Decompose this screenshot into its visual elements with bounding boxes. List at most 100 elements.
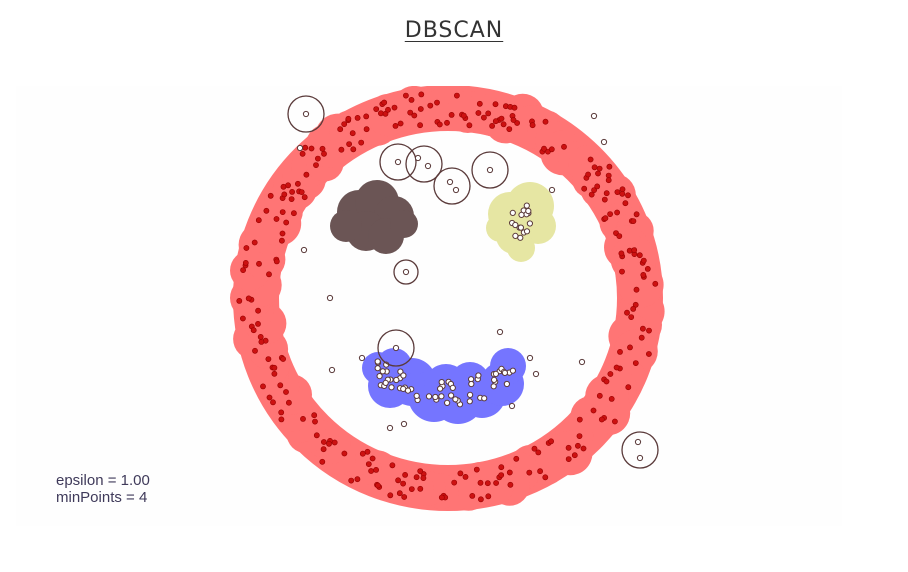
ring-point: [278, 416, 285, 423]
blue-point: [438, 393, 445, 400]
ring-point: [607, 371, 614, 377]
ring-point: [576, 416, 583, 423]
ring-point: [251, 239, 258, 246]
ring-point: [537, 468, 543, 475]
blue-point: [374, 365, 381, 372]
ring-point: [283, 219, 290, 226]
ring-point: [601, 196, 608, 203]
yellow-point: [517, 224, 524, 231]
ring-point: [571, 452, 578, 459]
ring-point: [477, 496, 484, 503]
ring-point: [278, 409, 285, 416]
ring-point: [477, 479, 484, 486]
ring-point: [263, 207, 270, 214]
blob-shape: [390, 210, 418, 238]
ring-point: [345, 115, 352, 122]
ring-point: [271, 364, 278, 371]
ring-point: [591, 187, 597, 193]
ring-point: [265, 356, 272, 362]
ring-point: [608, 395, 615, 402]
ring-point: [346, 141, 352, 147]
ring-point: [397, 120, 404, 127]
ring-point: [598, 416, 605, 423]
noise-point: [578, 358, 586, 366]
epsilon-point: [302, 110, 310, 118]
ring-point: [640, 271, 647, 278]
ring-point: [485, 110, 492, 117]
blue-point: [374, 358, 381, 365]
ring-point: [576, 433, 583, 439]
ring-point: [308, 145, 315, 152]
ring-point: [493, 480, 499, 486]
ring-point: [531, 445, 538, 452]
blue-point: [400, 372, 407, 379]
ring-point: [373, 106, 380, 112]
ring-point: [498, 464, 505, 471]
ring-point: [612, 418, 618, 425]
blue-point: [379, 368, 386, 375]
ring-point: [337, 126, 344, 133]
ring-point: [411, 112, 418, 119]
ring-point: [640, 257, 647, 264]
ring-point: [300, 415, 306, 422]
noise-point: [532, 370, 540, 378]
ring-point: [565, 456, 572, 462]
ring-point: [413, 474, 420, 481]
blue-point: [404, 387, 412, 394]
ring-point: [391, 104, 398, 111]
noise-point: [526, 354, 534, 362]
ring-point: [349, 130, 356, 137]
ring-point: [606, 163, 613, 170]
blue-point: [444, 399, 451, 406]
blob-shape: [330, 210, 362, 242]
ring-point: [510, 117, 517, 123]
ring-point: [633, 286, 640, 293]
ring-point: [646, 351, 652, 357]
ring-point: [341, 450, 348, 457]
ring-point: [594, 183, 601, 190]
blue-smile-cluster: [362, 348, 526, 424]
ring-point: [625, 192, 631, 199]
blue-point: [492, 370, 499, 377]
ring-point: [438, 494, 445, 501]
ring-point: [485, 493, 492, 500]
ring-point: [255, 320, 261, 327]
ring-point: [617, 348, 623, 355]
ring-point: [585, 171, 591, 178]
noise-point: [400, 420, 408, 428]
blue-point: [376, 373, 383, 380]
ring-point: [280, 183, 287, 190]
noise-point: [326, 294, 334, 302]
ring-point: [267, 192, 274, 199]
minpoints-label: minPoints = 4: [56, 489, 148, 506]
ring-point: [381, 99, 388, 106]
epsilon-point: [634, 438, 642, 446]
ring-point: [628, 314, 635, 320]
ring-point: [453, 92, 460, 99]
ring-point: [614, 209, 620, 216]
ring-point: [548, 146, 555, 153]
ring-point: [350, 146, 357, 153]
ring-point: [500, 121, 507, 128]
ring-point: [476, 100, 483, 107]
ring-point: [319, 145, 326, 152]
ring-point: [389, 462, 396, 469]
ring-point: [256, 260, 262, 267]
ring-point: [385, 106, 391, 113]
ring-point: [311, 412, 318, 419]
dbscan-figure: epsilon = 1.00 minPoints = 4: [16, 86, 842, 526]
ring-point: [313, 162, 319, 168]
ring-point: [507, 481, 514, 488]
ring-point: [619, 190, 626, 197]
epsilon-point: [452, 186, 460, 194]
ring-point: [402, 471, 408, 478]
noise-point: [300, 246, 308, 254]
ring-point: [417, 106, 424, 112]
ring-point: [636, 252, 643, 259]
ring-point: [460, 112, 467, 119]
ring-point: [444, 119, 450, 126]
yellow-point: [526, 220, 534, 227]
ring-point: [358, 139, 365, 146]
page-title: DBSCAN: [404, 18, 504, 43]
ring-point: [314, 155, 321, 162]
